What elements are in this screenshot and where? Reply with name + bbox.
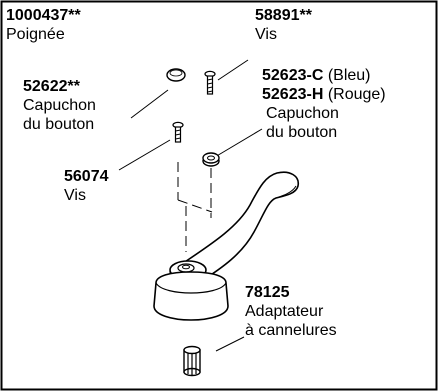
- part-desc-button-cap-left-line1: Capuchon: [23, 97, 96, 114]
- part-desc-adapter-line2: à cannelures: [245, 322, 337, 339]
- part-note-blue: (Bleu): [327, 67, 371, 84]
- screw-left-drawing: [172, 121, 184, 143]
- label-screw-left: 56074 Vis: [64, 167, 109, 205]
- label-screw-top: 58891** Vis: [255, 6, 312, 44]
- leader-line-button-cap-right: [214, 128, 263, 158]
- hub-base-drawing: [153, 271, 229, 321]
- dash-line-diagonal: [177, 199, 213, 213]
- handle-drawing: [169, 171, 300, 283]
- leader-line-button-cap-left: [130, 89, 169, 119]
- part-desc-handle: Poignée: [6, 26, 65, 43]
- part-number-handle: 1000437**: [6, 7, 81, 24]
- part-note-red: (Rouge): [327, 86, 386, 103]
- leader-line-screw-left: [118, 139, 171, 171]
- label-button-cap-left: 52622** Capuchon du bouton: [23, 77, 96, 134]
- label-button-cap-right: 52623-C (Bleu) 52623-H (Rouge) Capuchon …: [262, 66, 386, 142]
- part-line-blue: 52623-C (Bleu): [262, 66, 386, 85]
- leader-lines: [118, 59, 263, 352]
- part-desc-screw-left: Vis: [64, 187, 86, 204]
- leader-line-adapter: [215, 336, 245, 352]
- label-handle: 1000437** Poignée: [6, 6, 81, 44]
- screw-top-drawing: [204, 70, 216, 95]
- part-desc-adapter-line1: Adaptateur: [245, 303, 324, 320]
- button-cap-right-drawing: [202, 152, 220, 167]
- part-number-adapter: 78125: [245, 284, 290, 301]
- assembly-dash-lines: [177, 162, 213, 252]
- part-number-screw-top: 58891**: [255, 7, 312, 24]
- adapter-drawing: [183, 345, 201, 377]
- part-line-red: 52623-H (Rouge): [262, 85, 386, 104]
- part-desc-button-cap-left-line2: du bouton: [23, 116, 95, 133]
- part-number-red: 52623-H: [262, 86, 324, 103]
- part-number-screw-left: 56074: [64, 168, 109, 185]
- part-desc-button-cap-right-line2: du bouton: [266, 124, 338, 141]
- label-adapter: 78125 Adaptateur à cannelures: [245, 283, 337, 340]
- part-number-blue: 52623-C: [262, 67, 324, 84]
- part-number-button-cap-left: 52622**: [23, 78, 80, 95]
- button-cap-left-drawing: [166, 68, 186, 82]
- part-desc-button-cap-right-line1: Capuchon: [266, 105, 339, 122]
- part-desc-screw-top: Vis: [255, 26, 277, 43]
- leader-line-screw-top: [217, 59, 249, 81]
